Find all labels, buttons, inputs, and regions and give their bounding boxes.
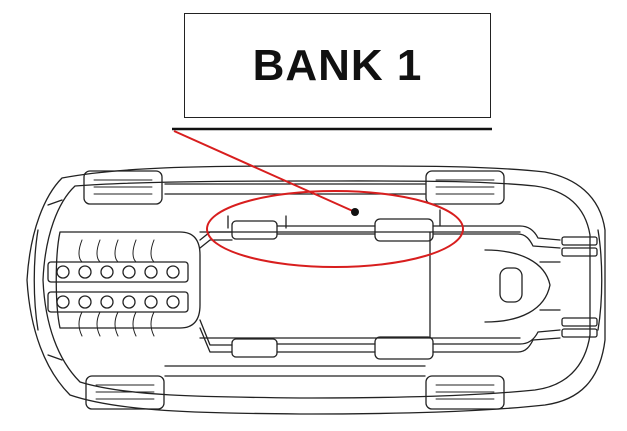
cylinders xyxy=(56,265,180,309)
car-body-inner xyxy=(42,180,591,399)
wheel-front-right xyxy=(85,375,165,410)
front-bumper-line xyxy=(33,229,39,331)
callout-box: BANK 1 xyxy=(184,13,491,118)
muffler-2 xyxy=(374,336,434,360)
engine-bay xyxy=(55,231,201,329)
car-body-outline xyxy=(26,165,606,415)
intake-runners xyxy=(78,239,155,337)
rear-subframe xyxy=(484,249,551,323)
muffler-1 xyxy=(374,218,434,242)
catalytic-converter-1 xyxy=(231,220,278,240)
rear-bumper-line xyxy=(597,229,603,331)
tire-treads xyxy=(93,179,495,400)
bank-1-highlight-ellipse xyxy=(206,190,464,268)
wheel-front-left xyxy=(83,170,163,205)
exhaust-bank-2 xyxy=(199,317,598,360)
wheel-rear-left xyxy=(425,170,505,205)
exhaust-bank-1 xyxy=(199,209,598,257)
callout-leader-line xyxy=(173,130,356,213)
catalytic-converter-2 xyxy=(231,338,278,358)
wheel-rear-right xyxy=(425,375,505,410)
tailpipe-2 xyxy=(561,317,598,327)
center-tunnel xyxy=(199,231,521,339)
callout-label: BANK 1 xyxy=(252,40,423,90)
tailpipe-1 xyxy=(561,236,598,246)
rear-differential xyxy=(499,267,523,303)
callout-pointer-dot xyxy=(351,208,359,216)
